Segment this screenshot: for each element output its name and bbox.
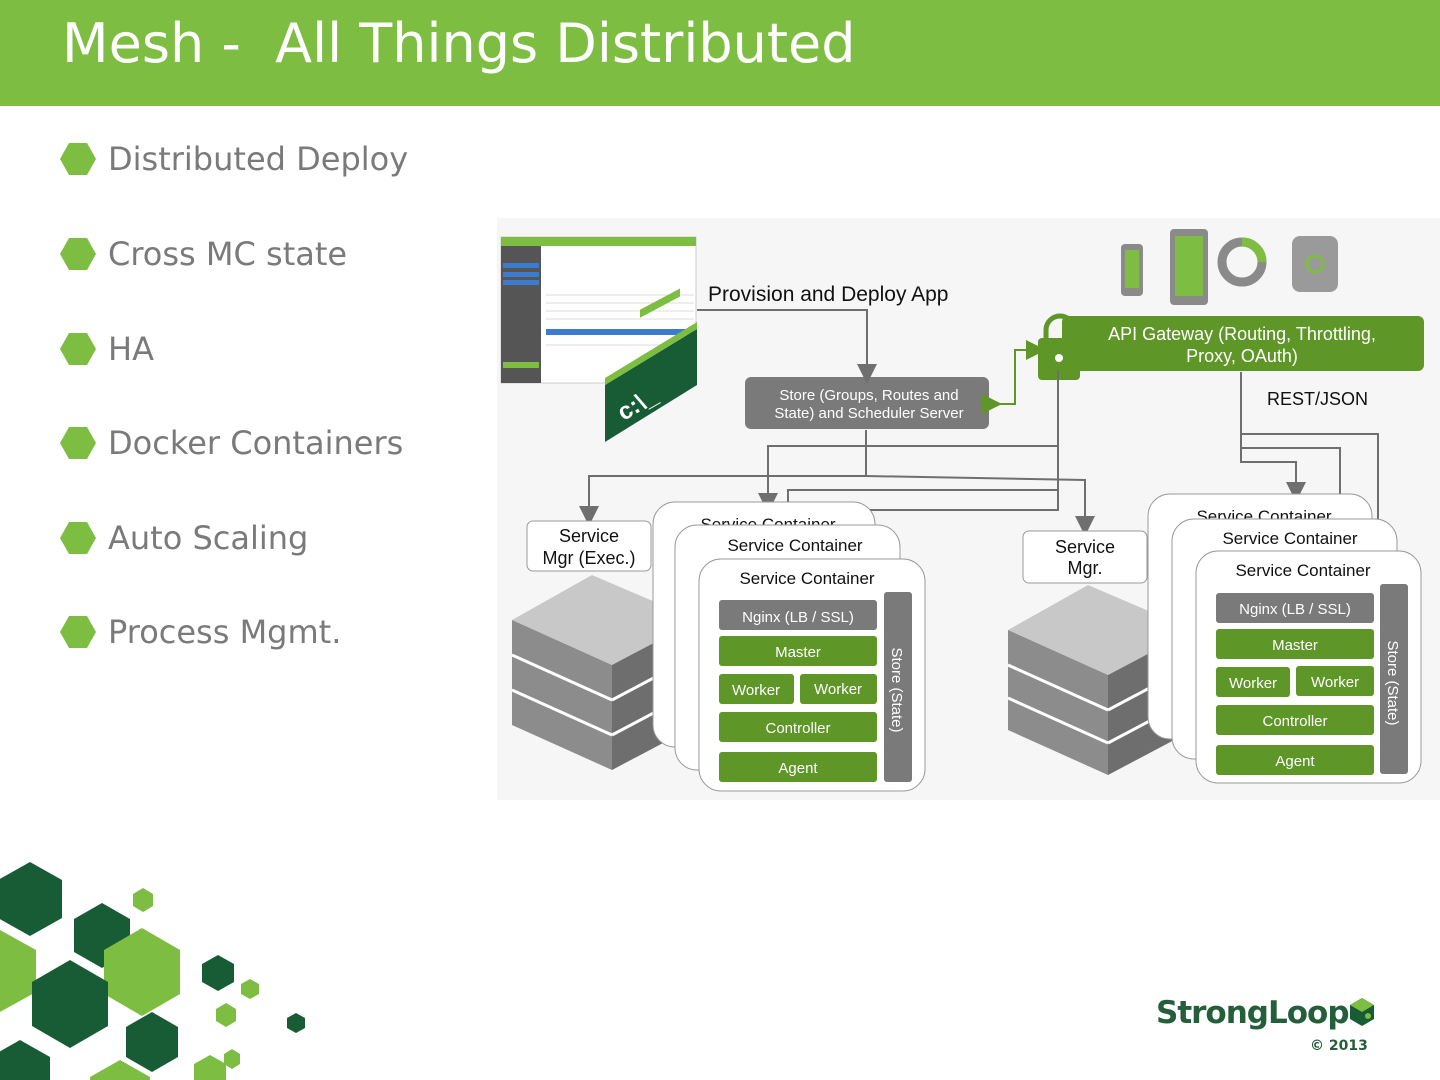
worker-label: Worker [1229,675,1277,692]
left-container-stack: Service Container Service Container Serv… [652,501,926,792]
right-container-stack: Service Container Service Container Serv… [1147,493,1422,784]
strongloop-logo: StrongLoop [1156,995,1375,1031]
bullet-item: Docker Containers [60,424,460,464]
right-service-mgr-box: Service Mgr. [1022,530,1148,584]
bullet-item: Auto Scaling [60,519,460,559]
rest-json-label: REST/JSON [1267,389,1368,409]
right-mgr-line1: Service [1055,537,1115,557]
logo-text: StrongLoop [1156,995,1350,1031]
bullet-label: Docker Containers [108,424,404,462]
bullet-item: Cross MC state [60,235,460,275]
store-state-label: Store (State) [1384,640,1401,725]
gateway-store-link [982,340,1046,414]
left-mgr-line1: Service [559,526,619,546]
store-state-label: Store (State) [888,647,905,732]
logo-cube-icon [1349,998,1374,1026]
nginx-label: Nginx (LB / SSL) [742,609,854,626]
connection-lines [579,309,1388,570]
hexagon-bullet-icon [60,616,96,648]
hexagon-bullet-icon [60,427,96,459]
hexagon-bullet-icon [60,143,96,175]
bullet-label: Auto Scaling [108,519,309,557]
bullet-label: Distributed Deploy [108,140,409,178]
worker-label: Worker [1311,674,1359,691]
console-screenshot [500,236,697,384]
api-gateway-box: API Gateway (Routing, Throttling, Proxy,… [1062,316,1424,371]
controller-label: Controller [1262,713,1327,730]
terminal-icon: c:\_ [605,322,697,442]
tablet-icon [1170,229,1208,305]
bullet-item: Distributed Deploy [60,140,460,180]
store-line1: Store (Groups, Routes and [779,387,958,404]
right-mgr-line2: Mgr. [1067,558,1102,578]
container-label: Service Container [727,536,862,555]
architecture-diagram: c:\_ Provision and Deploy App API Gatewa… [497,218,1440,800]
hexagon-bullet-icon [60,238,96,270]
store-line2: State) and Scheduler Server [774,405,963,422]
watch-icon [1217,237,1267,287]
hexagon-bullet-icon [60,333,96,365]
left-mgr-line2: Mgr (Exec.) [542,548,635,568]
nginx-label: Nginx (LB / SSL) [1239,601,1351,618]
worker-label: Worker [814,681,862,698]
store-scheduler-box: Store (Groups, Routes and State) and Sch… [745,377,989,429]
bullet-label: Process Mgmt. [108,613,342,651]
copyright-text: © 2013 [1310,1038,1368,1054]
container-label: Service Container [739,569,874,588]
title-bar: Mesh - All Things Distributed [0,0,1440,106]
left-service-mgr-box: Service Mgr (Exec.) [526,520,652,572]
bullet-label: Cross MC state [108,235,348,273]
controller-label: Controller [765,720,830,737]
bullet-item: Process Mgmt. [60,613,460,653]
container-label: Service Container [1222,529,1357,548]
lock-icon [1038,313,1080,380]
hexagon-decoration [0,862,305,1080]
bullet-item: HA [60,330,460,370]
worker-label: Worker [732,682,780,699]
bullet-label: HA [108,330,154,368]
master-label: Master [1272,637,1318,654]
agent-label: Agent [1275,753,1315,770]
gateway-line2: Proxy, OAuth) [1186,346,1298,366]
agent-label: Agent [778,760,818,777]
provision-label: Provision and Deploy App [708,283,949,306]
hexagon-bullet-icon [60,522,96,554]
container-label: Service Container [1235,561,1370,580]
gateway-line1: API Gateway (Routing, Throttling, [1108,324,1376,344]
slide-title: Mesh - All Things Distributed [62,12,856,75]
master-label: Master [775,644,821,661]
device-tile-icon [1292,236,1338,292]
phone-icon [1121,244,1143,296]
